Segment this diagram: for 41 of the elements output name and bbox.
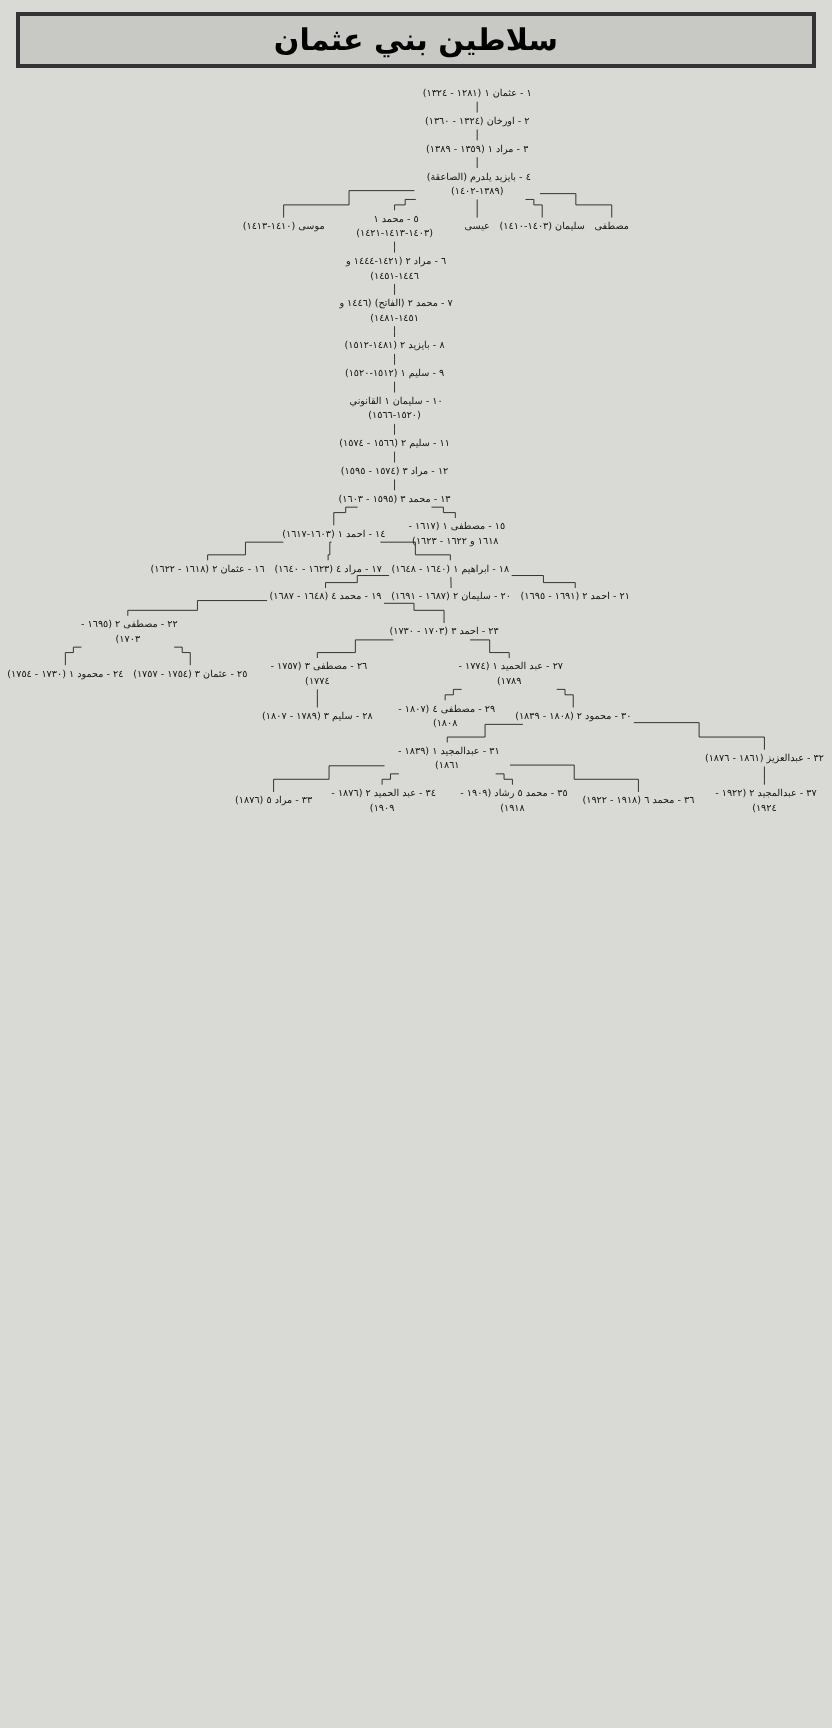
connector xyxy=(525,199,543,218)
connector xyxy=(394,241,395,253)
connector xyxy=(633,722,765,751)
connector xyxy=(446,723,524,743)
connector xyxy=(383,602,445,624)
connector xyxy=(763,766,765,786)
connector xyxy=(327,541,332,561)
connector xyxy=(394,325,395,338)
connector xyxy=(333,506,358,526)
connector xyxy=(394,283,395,296)
title-banner: سلاطين بني عثمان xyxy=(16,12,816,68)
connector xyxy=(283,190,415,218)
connector xyxy=(381,773,400,786)
connector xyxy=(173,646,191,666)
connector xyxy=(394,478,395,491)
connector xyxy=(509,764,639,793)
connector xyxy=(207,541,284,561)
connector xyxy=(476,101,478,114)
connector xyxy=(539,193,613,218)
connector xyxy=(450,576,452,589)
connector xyxy=(379,541,451,561)
connector xyxy=(431,506,456,519)
connector xyxy=(476,129,478,141)
connector xyxy=(394,423,395,436)
connector xyxy=(444,688,463,701)
connector xyxy=(511,575,576,589)
connector xyxy=(394,381,395,393)
connector xyxy=(476,199,478,218)
connector xyxy=(476,156,478,169)
connector xyxy=(394,451,395,463)
connector xyxy=(394,353,395,366)
connector xyxy=(64,646,82,666)
connector xyxy=(556,688,574,708)
connector xyxy=(127,600,268,617)
connector xyxy=(495,773,513,786)
connector xyxy=(316,688,318,708)
connector xyxy=(325,575,390,589)
connector xyxy=(394,199,417,211)
connector xyxy=(316,639,394,659)
connector xyxy=(273,765,385,793)
connector xyxy=(469,639,510,659)
